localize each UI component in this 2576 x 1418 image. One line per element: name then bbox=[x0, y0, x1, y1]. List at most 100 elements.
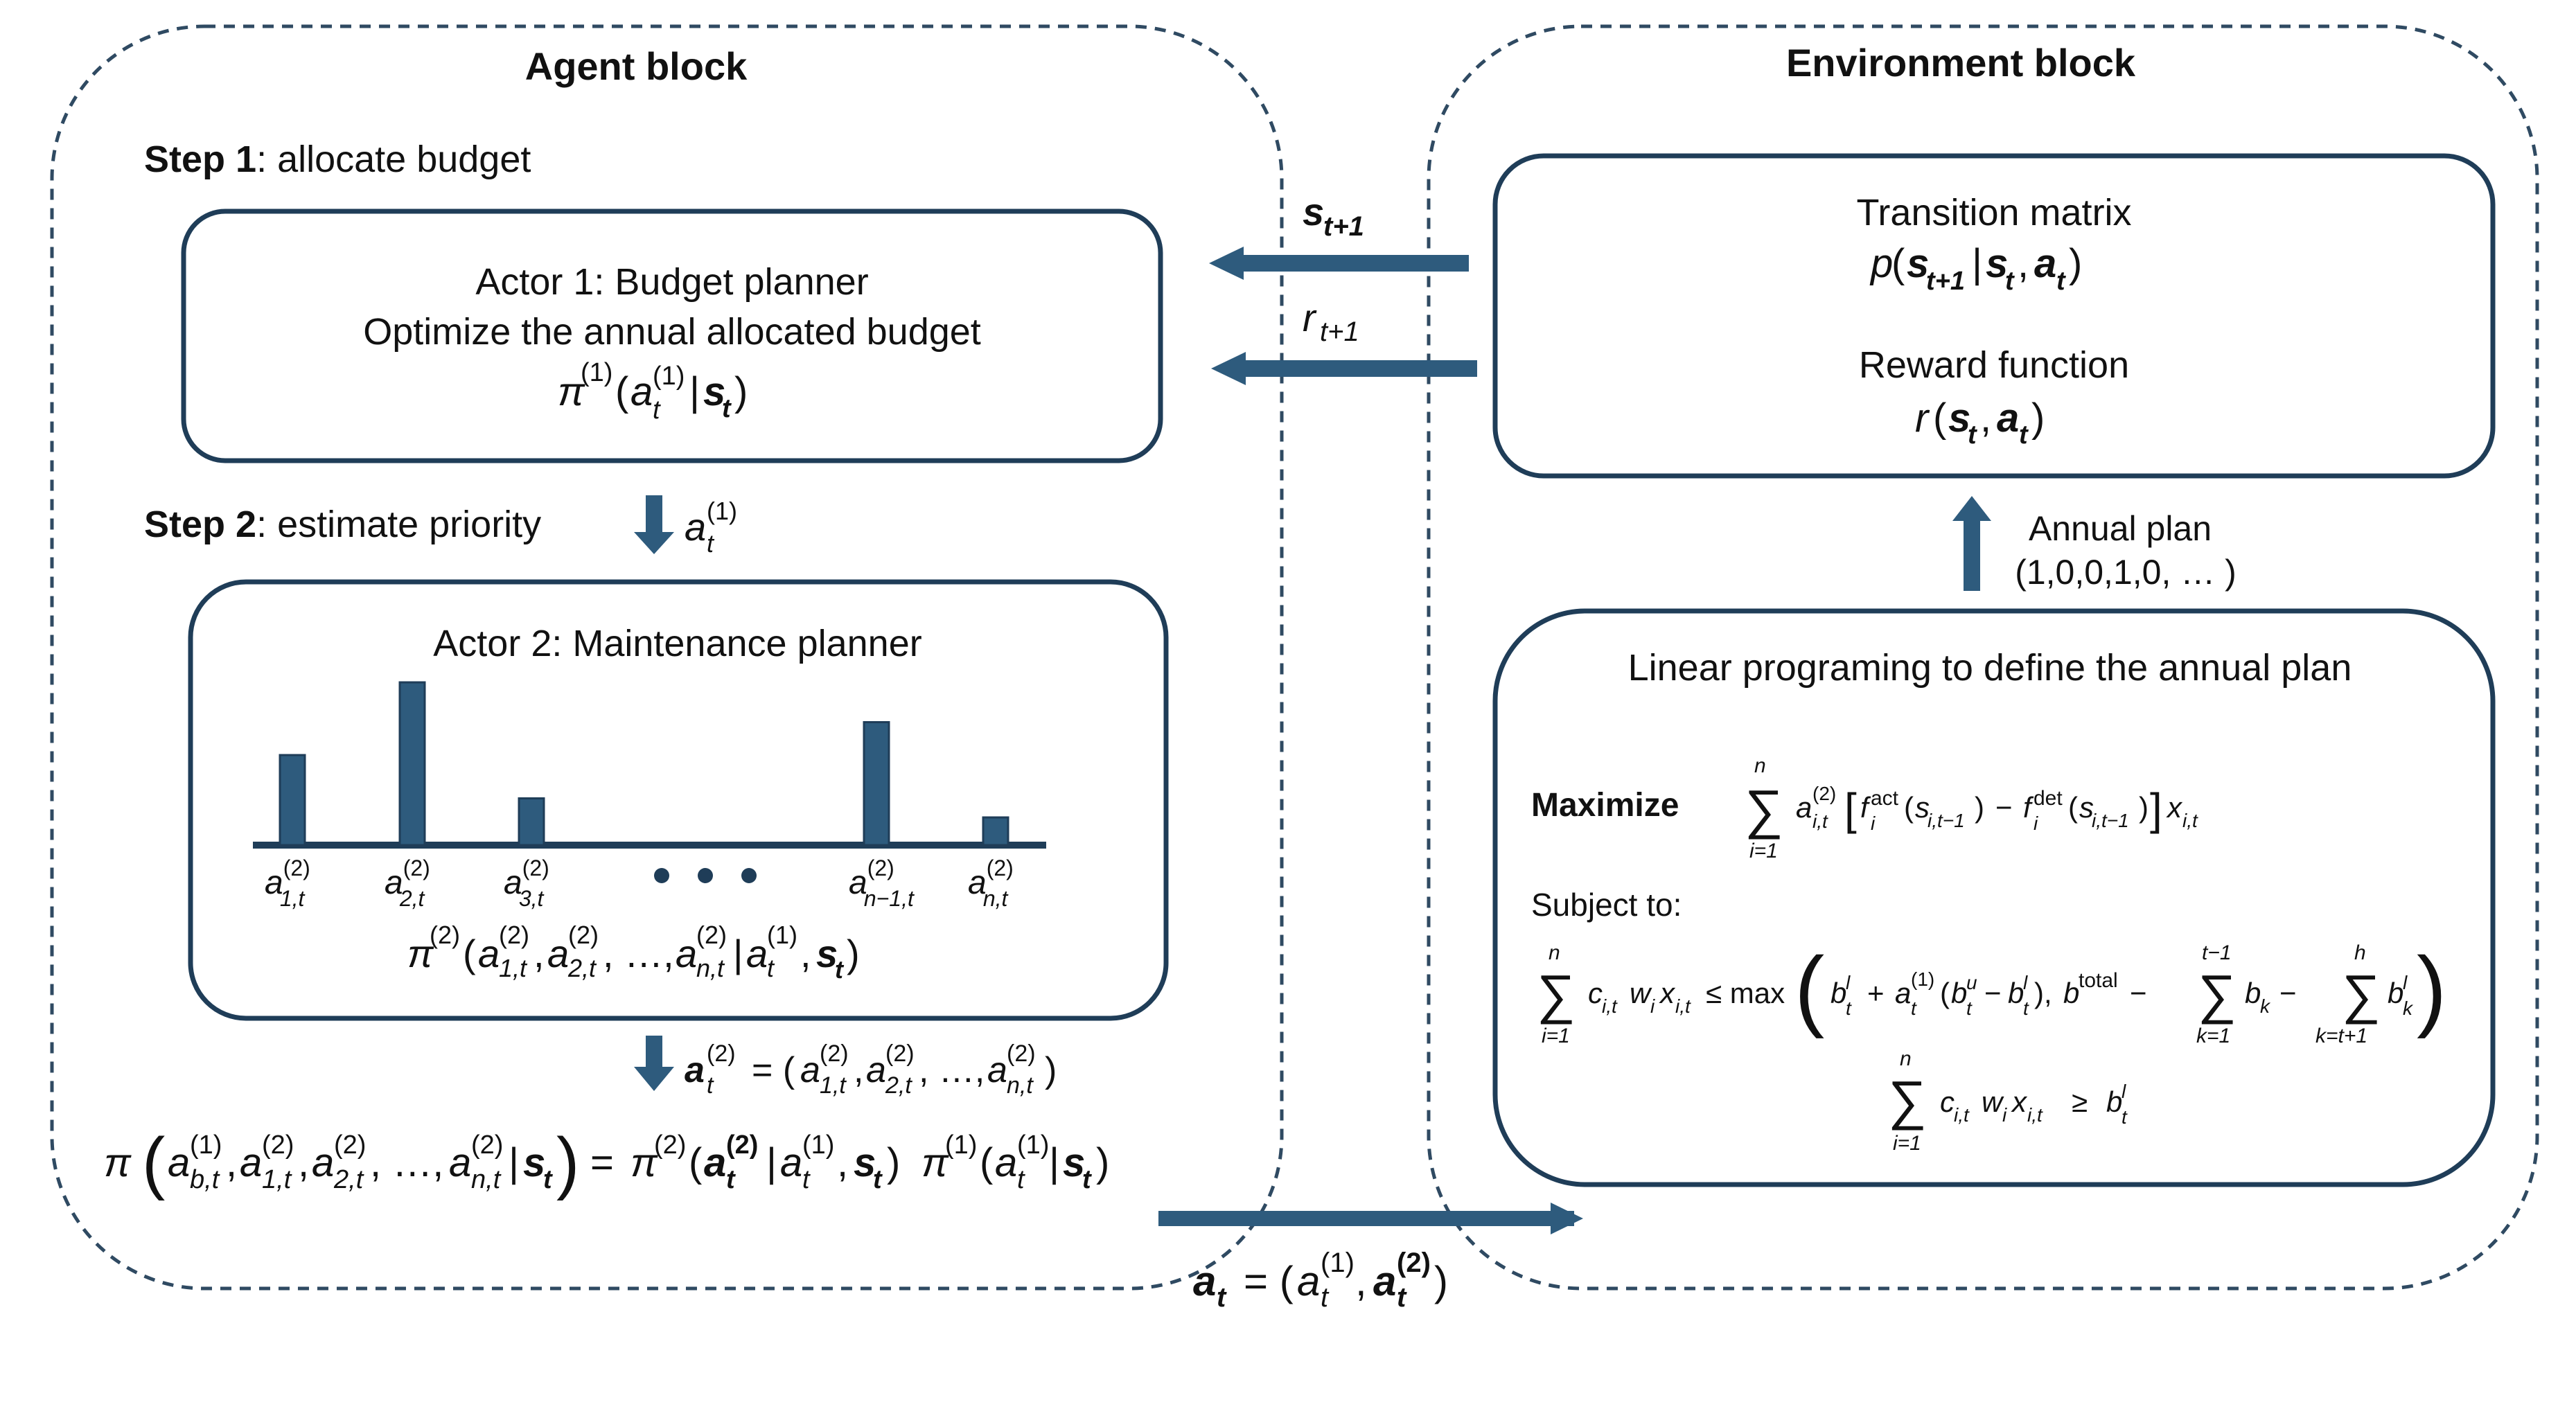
svg-text:(1): (1) bbox=[802, 1131, 834, 1160]
svg-text:),: ), bbox=[2034, 977, 2052, 1009]
svg-text:s: s bbox=[816, 932, 838, 975]
svg-text:n: n bbox=[1549, 941, 1560, 964]
svg-text:i: i bbox=[2034, 813, 2038, 834]
svg-text:k=1: k=1 bbox=[2196, 1025, 2230, 1047]
svg-text:−: − bbox=[1984, 977, 2002, 1009]
svg-text:,: , bbox=[1355, 1258, 1367, 1304]
svg-text:(: ( bbox=[1794, 938, 1824, 1039]
svg-text:1,t: 1,t bbox=[262, 1165, 292, 1194]
svg-text:t: t bbox=[726, 1165, 736, 1194]
svg-text:t: t bbox=[2023, 998, 2029, 1019]
svg-text:): ) bbox=[2069, 241, 2082, 286]
reward-title: Reward function bbox=[1859, 344, 2129, 386]
svg-text:(2): (2) bbox=[885, 1040, 915, 1067]
step1-text: Step 1: allocate budget bbox=[144, 139, 531, 180]
svg-text:b: b bbox=[2106, 1085, 2122, 1118]
action-arrow bbox=[1158, 1203, 1583, 1234]
reward-formula: r ( s t , a t ) bbox=[1915, 396, 2045, 450]
actor2-policy: π (2) ( a (2) 1,t , a (2) 2,t , …, a (2)… bbox=[407, 921, 860, 984]
svg-text:k=t+1: k=t+1 bbox=[2315, 1025, 2367, 1047]
priority-bar bbox=[279, 754, 306, 847]
svg-text:n,t: n,t bbox=[471, 1165, 502, 1194]
annual-plan-arrow bbox=[1952, 496, 1991, 591]
svg-text:s: s bbox=[854, 1140, 876, 1185]
priority-bar bbox=[398, 681, 426, 847]
svg-text:(: ( bbox=[615, 369, 628, 414]
step2-arrow bbox=[634, 495, 674, 554]
lp-title: Linear programing to define the annual p… bbox=[1628, 647, 2352, 689]
svg-text:b: b bbox=[2008, 977, 2024, 1009]
actor2-output-formula: a (2) t = ( a (2) 1,t , a (2) 2,t , …, a… bbox=[685, 1040, 1057, 1099]
svg-text:(: ( bbox=[1933, 396, 1946, 441]
svg-text:b,t: b,t bbox=[190, 1165, 220, 1194]
svg-text:t: t bbox=[2121, 1106, 2128, 1128]
svg-text:t: t bbox=[1321, 1282, 1330, 1313]
svg-text:x: x bbox=[1659, 977, 1676, 1009]
svg-text:(1): (1) bbox=[1911, 968, 1934, 990]
svg-text:a: a bbox=[1997, 396, 2019, 441]
lp-box bbox=[1492, 608, 2496, 1187]
transition-title: Transition matrix bbox=[1856, 192, 2131, 233]
svg-text:a: a bbox=[1796, 791, 1812, 824]
svg-text:a: a bbox=[449, 1140, 471, 1185]
svg-text:,: , bbox=[800, 932, 811, 975]
priority-bar-label: a(2)n−1,t bbox=[849, 856, 915, 911]
svg-text:,: , bbox=[226, 1140, 237, 1185]
svg-text:i: i bbox=[1650, 995, 1655, 1017]
svg-text:a: a bbox=[1373, 1258, 1396, 1304]
svg-text:a: a bbox=[685, 1050, 705, 1090]
reward-arrow bbox=[1211, 352, 1477, 385]
svg-text:f: f bbox=[2023, 791, 2034, 824]
svg-text:l: l bbox=[2023, 972, 2028, 993]
svg-text:(1): (1) bbox=[1321, 1248, 1355, 1278]
priority-bar bbox=[982, 816, 1009, 847]
svg-text:l: l bbox=[2121, 1081, 2126, 1102]
svg-text:∑: ∑ bbox=[1745, 779, 1783, 840]
svg-text:a: a bbox=[2034, 241, 2056, 286]
joint-policy-formula: π ( a (1) b,t , a (2) 1,t , a (2) 2,t , … bbox=[104, 1124, 1109, 1201]
svg-text:(: ( bbox=[1940, 977, 1950, 1009]
priority-bar-label: a(2)2,t bbox=[385, 856, 430, 911]
lp-constraint-2: n ∑ i=1 c i,t w i x i,t ≥ b l t bbox=[1888, 1047, 2128, 1155]
svg-text:t: t bbox=[1217, 1282, 1227, 1313]
actor2-title: Actor 2: Maintenance planner bbox=[433, 623, 921, 664]
svg-text:b: b bbox=[2245, 977, 2261, 1009]
svg-text:a: a bbox=[630, 369, 653, 414]
svg-text:t: t bbox=[835, 955, 845, 984]
svg-text:= (: = ( bbox=[752, 1050, 795, 1090]
svg-text:i: i bbox=[2002, 1104, 2007, 1126]
svg-text:(2): (2) bbox=[820, 1040, 849, 1067]
svg-text:a: a bbox=[547, 932, 569, 975]
svg-text:a: a bbox=[168, 1140, 190, 1185]
svg-text:(2): (2) bbox=[707, 1040, 736, 1067]
svg-text:n,t: n,t bbox=[696, 954, 725, 982]
svg-text:a: a bbox=[1193, 1258, 1216, 1304]
svg-text:= (: = ( bbox=[1244, 1258, 1294, 1304]
svg-text:t: t bbox=[707, 529, 715, 558]
priority-bar-label: a(2)1,t bbox=[265, 856, 310, 911]
svg-text:): ) bbox=[887, 1140, 900, 1185]
svg-text:i,t−1: i,t−1 bbox=[1927, 810, 1965, 831]
svg-text:c: c bbox=[1940, 1085, 1955, 1118]
svg-text:i=1: i=1 bbox=[1893, 1132, 1921, 1155]
svg-text:+: + bbox=[1867, 977, 1885, 1009]
svg-text:a: a bbox=[987, 1050, 1007, 1090]
svg-text:(: ( bbox=[463, 932, 476, 975]
svg-text:x: x bbox=[2011, 1085, 2028, 1118]
svg-text:): ) bbox=[2417, 938, 2446, 1039]
svg-text:t: t bbox=[1017, 1165, 1025, 1194]
svg-text:(2): (2) bbox=[654, 1131, 686, 1160]
svg-text:t: t bbox=[2005, 267, 2015, 296]
svg-text:s: s bbox=[1303, 190, 1324, 233]
svg-text:(1): (1) bbox=[190, 1131, 222, 1160]
annual-plan-label: Annual plan bbox=[2029, 509, 2212, 548]
svg-text:s: s bbox=[1907, 241, 1929, 286]
svg-text:,: , bbox=[533, 932, 545, 975]
svg-text:, …,: , …, bbox=[919, 1050, 985, 1090]
svg-text:t: t bbox=[1846, 998, 1852, 1019]
svg-text:i=1: i=1 bbox=[1749, 840, 1778, 862]
svg-text:): ) bbox=[1045, 1050, 1057, 1090]
agent-block-title: Agent block bbox=[525, 44, 748, 88]
svg-text:,: , bbox=[2018, 241, 2029, 286]
